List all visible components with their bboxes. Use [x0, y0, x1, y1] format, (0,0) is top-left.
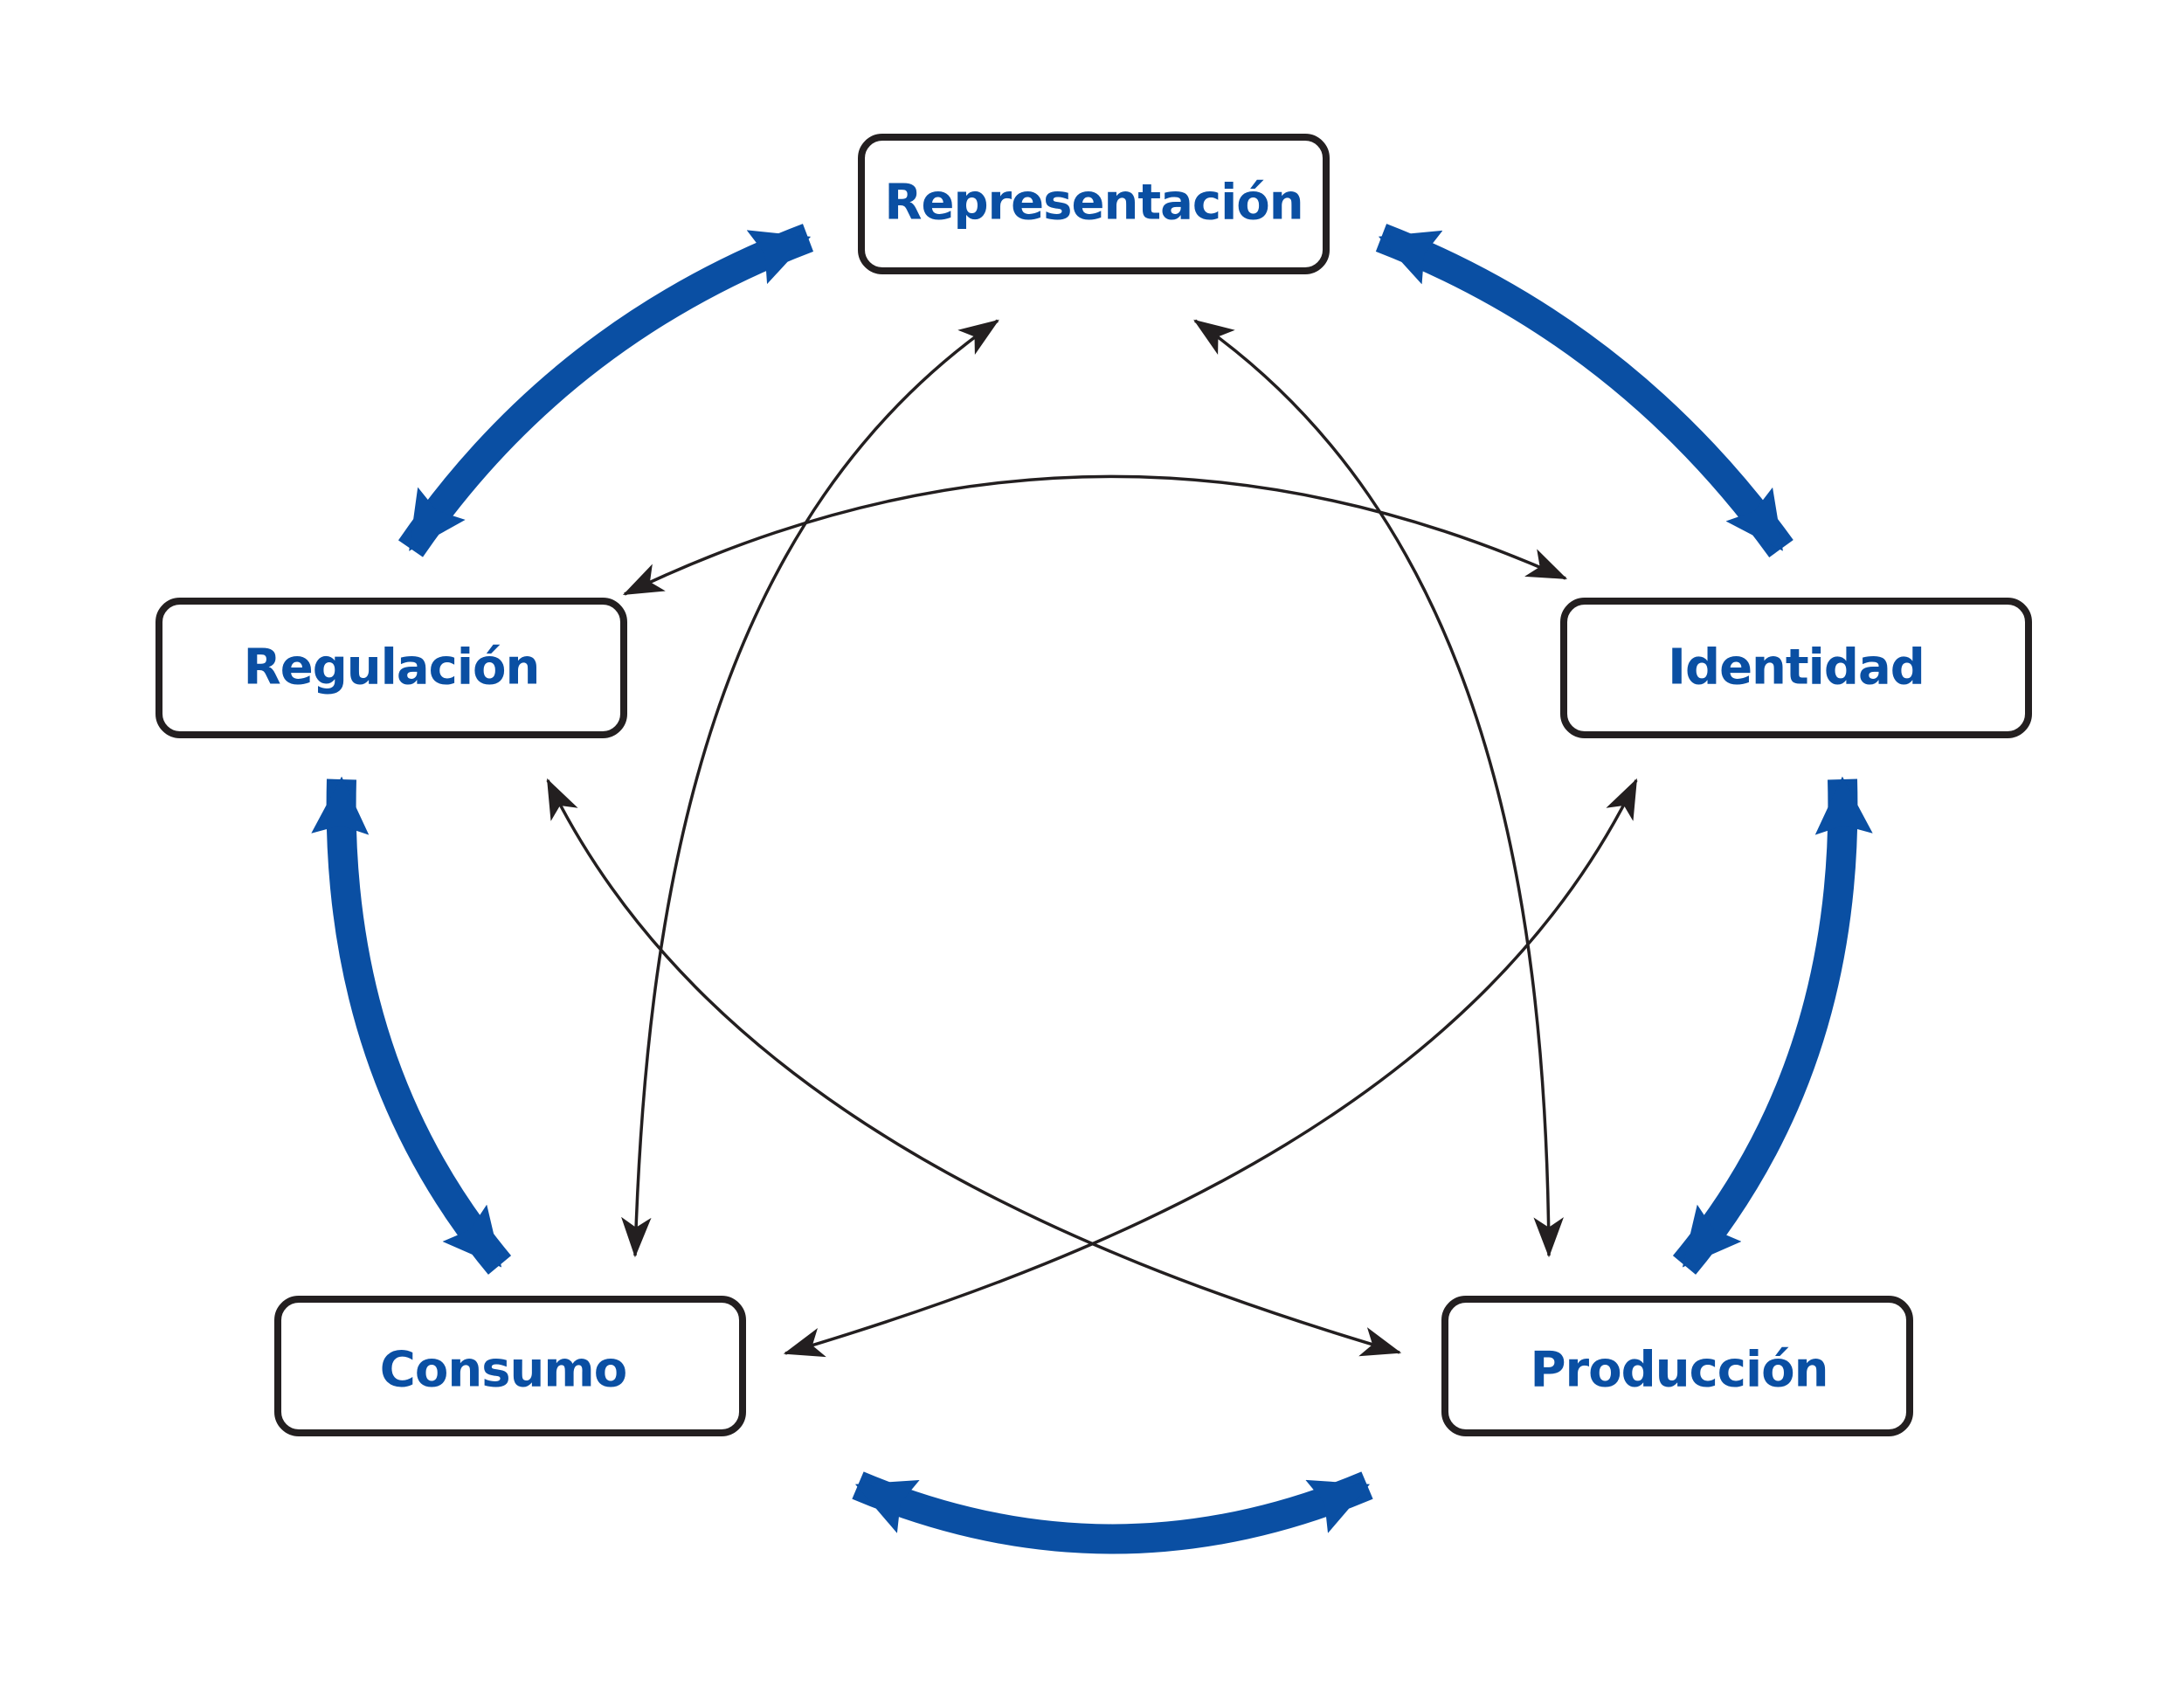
node-representacion: Representación	[858, 134, 1330, 274]
node-box	[858, 134, 1330, 274]
adjacent-links	[311, 224, 1873, 1554]
node-label-representacion: Representación	[884, 175, 1303, 232]
node-label-regulacion: Regulación	[244, 640, 540, 696]
node-box	[156, 598, 627, 738]
link-representacion-consumo	[621, 319, 999, 1258]
node-box	[274, 1296, 746, 1436]
link-identidad-consumo	[783, 778, 1638, 1358]
node-identidad: Identidad	[1560, 598, 2032, 738]
node-label-consumo: Consumo	[380, 1342, 626, 1399]
node-box	[1441, 1296, 1913, 1436]
link-representacion-regulacion	[397, 224, 814, 557]
link-identidad-produccion	[1672, 776, 1873, 1275]
link-regulacion-identidad	[622, 474, 1568, 596]
node-label-identidad: Identidad	[1668, 640, 1925, 696]
node-regulacion: Regulación	[156, 598, 627, 738]
link-representacion-produccion	[1193, 319, 1564, 1258]
node-produccion: Producción	[1441, 1296, 1913, 1436]
link-consumo-produccion	[852, 1471, 1373, 1554]
link-representacion-identidad	[1375, 224, 1794, 557]
node-consumo: Consumo	[274, 1296, 746, 1436]
node-box	[1560, 598, 2032, 738]
link-regulacion-consumo	[311, 776, 512, 1275]
node-label-produccion: Producción	[1530, 1342, 1828, 1399]
cross-links	[546, 319, 1638, 1358]
